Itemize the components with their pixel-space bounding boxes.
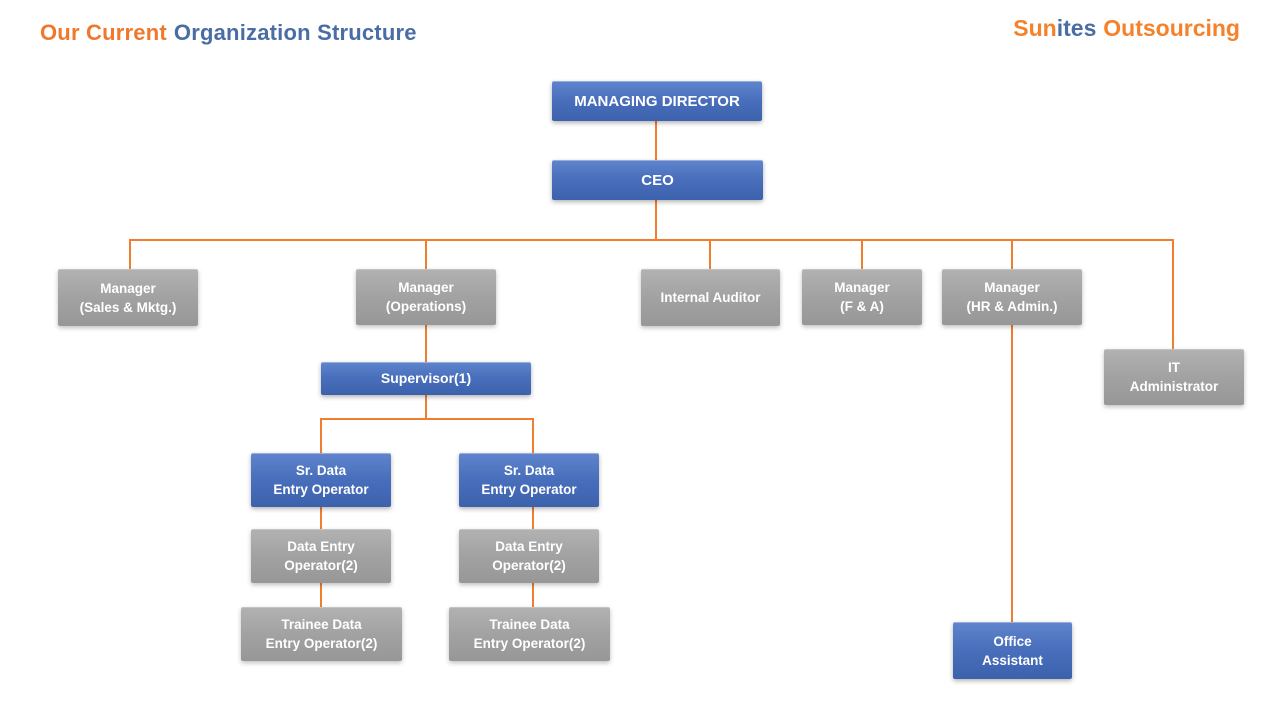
org-node-ceo: CEO [552, 160, 763, 200]
connector-drop-f-a [861, 239, 863, 270]
org-node-sr-data-entry-operator-right: Sr. Data Entry Operator [459, 453, 599, 507]
title-segment-blue: Organization Structure [173, 20, 417, 45]
org-node-sr-data-entry-operator-left: Sr. Data Entry Operator [251, 453, 391, 507]
org-node-manager-f-a: Manager (F & A) [802, 269, 922, 325]
title-segment-orange: Our Current [40, 20, 167, 45]
org-node-manager-sales-mktg: Manager (Sales & Mktg.) [58, 269, 198, 326]
org-node-it-administrator: IT Administrator [1104, 349, 1244, 405]
connector-hr-admin-to-office-assistant [1011, 325, 1013, 623]
logo-segment-orange-1: Sun [1013, 15, 1057, 41]
connector-split-line [320, 418, 534, 420]
connector-deo-right-to-trainee-right [532, 583, 534, 608]
org-node-data-entry-operator-left: Data Entry Operator(2) [251, 529, 391, 583]
connector-ceo-to-branch-line [655, 200, 657, 241]
logo-segment-orange-2: Outsourcing [1103, 15, 1240, 41]
connector-supervisor-to-split [425, 395, 427, 420]
connector-operations-to-supervisor [425, 325, 427, 363]
connector-md-to-ceo [655, 121, 657, 161]
connector-sr-deo-right-to-deo-right [532, 507, 534, 530]
org-node-manager-operations: Manager (Operations) [356, 269, 496, 325]
connector-drop-it-administrator [1172, 239, 1174, 350]
org-node-trainee-data-entry-operator-left: Trainee Data Entry Operator(2) [241, 607, 402, 661]
org-node-supervisor: Supervisor(1) [321, 362, 531, 395]
connector-drop-hr-admin [1011, 239, 1013, 270]
connector-split-right-drop [532, 418, 534, 454]
connector-drop-operations [425, 239, 427, 270]
connector-deo-left-to-trainee-left [320, 583, 322, 608]
org-node-internal-auditor: Internal Auditor [641, 269, 780, 326]
org-node-data-entry-operator-right: Data Entry Operator(2) [459, 529, 599, 583]
connector-sr-deo-left-to-deo-left [320, 507, 322, 530]
connector-split-left-drop [320, 418, 322, 454]
org-node-office-assistant: Office Assistant [953, 622, 1072, 679]
connector-drop-sales-mktg [129, 239, 131, 270]
org-node-manager-hr-admin: Manager (HR & Admin.) [942, 269, 1082, 325]
connector-drop-internal-auditor [709, 239, 711, 270]
org-node-trainee-data-entry-operator-right: Trainee Data Entry Operator(2) [449, 607, 610, 661]
logo-segment-blue: ites [1056, 15, 1097, 41]
org-node-managing-director: MANAGING DIRECTOR [552, 81, 762, 121]
connector-main-branch-line [129, 239, 1174, 241]
